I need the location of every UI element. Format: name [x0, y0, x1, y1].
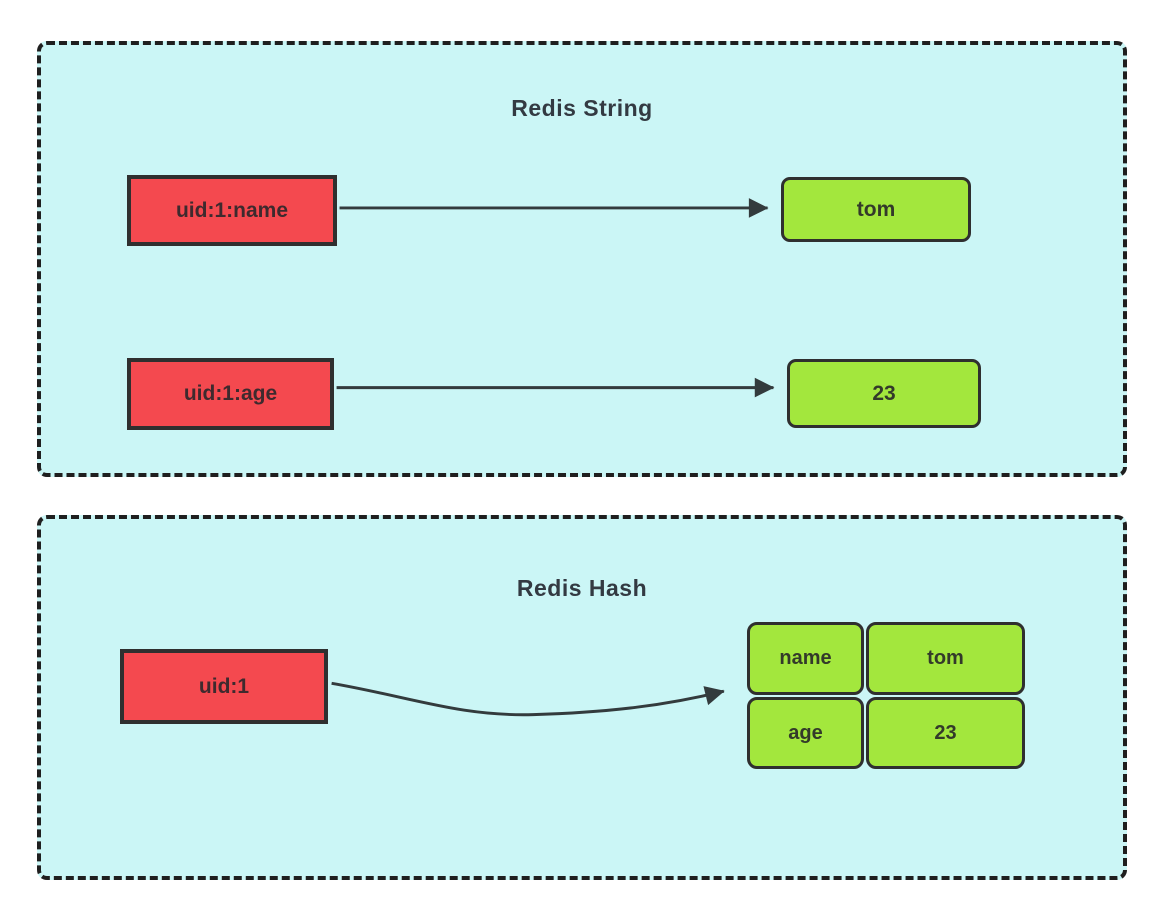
- hash-value-23: 23: [866, 697, 1025, 769]
- redis-string-panel: Redis String uid:1:name tom uid:1:age 23: [37, 41, 1127, 477]
- arrow-uid-1-to-hash: [331, 681, 725, 717]
- key-box-uid-1-name: uid:1:name: [127, 175, 337, 246]
- hash-field-age: age: [747, 697, 864, 769]
- value-box-tom: tom: [781, 177, 971, 242]
- redis-hash-title: Redis Hash: [516, 575, 648, 601]
- key-box-uid-1: uid:1: [120, 649, 328, 724]
- hash-field-grid: name tom age 23: [747, 622, 1025, 769]
- hash-value-tom: tom: [866, 622, 1025, 695]
- redis-hash-panel: Redis Hash uid:1 name tom age 23: [37, 515, 1127, 880]
- redis-string-title: Redis String: [511, 95, 653, 121]
- key-box-uid-1-age: uid:1:age: [127, 358, 334, 430]
- hash-field-name: name: [747, 622, 864, 695]
- value-box-23: 23: [787, 359, 981, 428]
